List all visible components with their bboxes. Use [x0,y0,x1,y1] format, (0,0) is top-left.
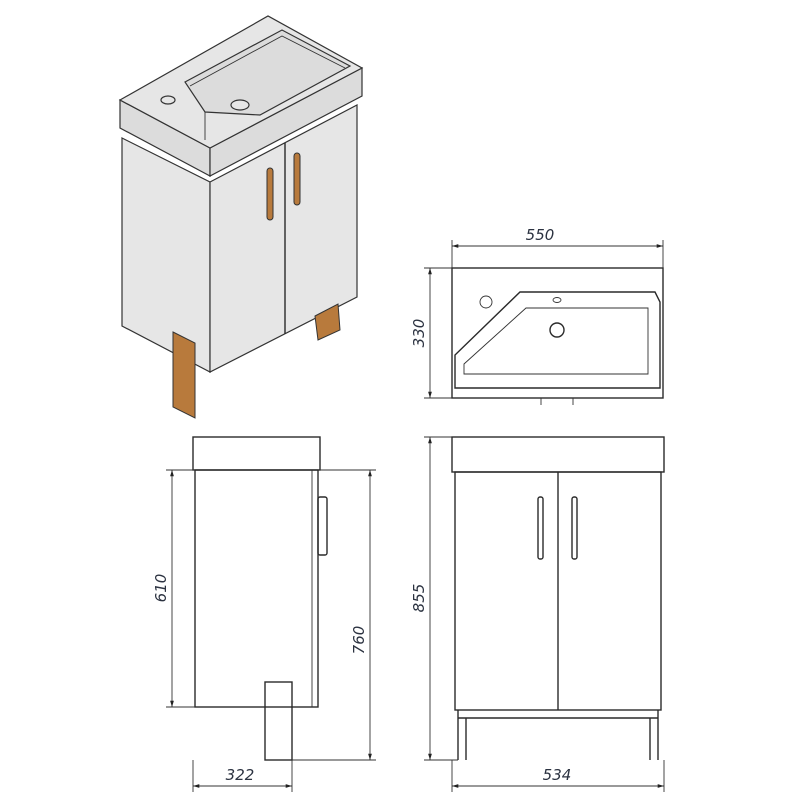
basin-bowl [184,29,352,116]
front-basin [451,436,665,473]
drain-hole [230,99,250,111]
side-leg [264,681,293,761]
cabinet-front-face [209,104,358,373]
top-overflow [552,297,562,303]
tap-hole [160,95,176,105]
isometric-view [118,15,364,419]
dim-label-550: 550 [526,226,555,244]
front-handle-left [537,496,544,560]
front-view: 855 534 [410,436,665,792]
door-handle-left [266,167,274,221]
side-view: 610 760 322 [152,436,376,792]
dim-label-610: 610 [152,574,170,603]
side-body [194,469,319,708]
top-drain-hole [549,322,565,338]
leg-back [314,303,341,341]
top-basin-outer [454,291,661,389]
dim-label-322: 322 [226,766,255,784]
dim-label-760: 760 [350,626,368,655]
top-outline [451,267,664,399]
cabinet-side-face [121,137,211,373]
leg-front [172,331,196,419]
side-handle [317,496,328,556]
top-basin-inner [463,307,649,375]
dim-label-855: 855 [410,584,428,613]
front-handle-right [571,496,578,560]
bowl-rim-line [189,35,346,87]
top-view: 550 330 [410,226,664,405]
dim-label-534: 534 [543,766,572,784]
side-basin [192,436,321,471]
dim-label-330: 330 [410,319,428,348]
door-handle-right [293,152,301,206]
top-tap-hole [479,295,493,309]
